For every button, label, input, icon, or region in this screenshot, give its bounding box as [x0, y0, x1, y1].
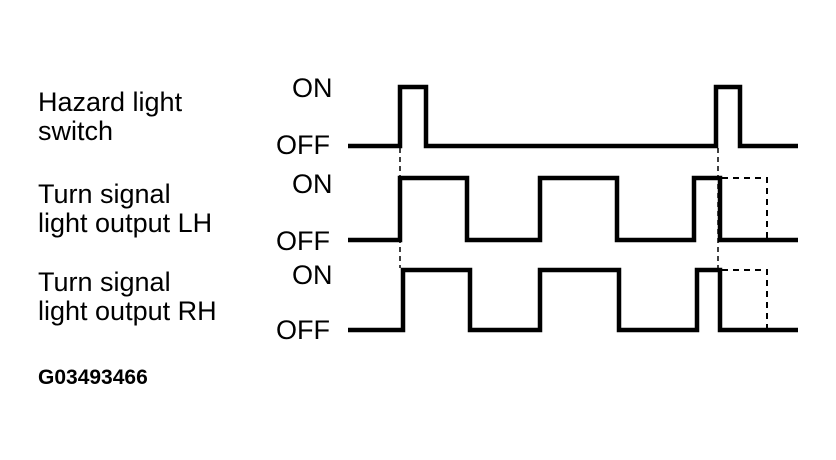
hazard-off-label: OFF — [276, 130, 330, 160]
lh-continuation-dash — [722, 177, 768, 238]
hazard-switch-wave — [348, 84, 798, 149]
rh-output-label: Turn signal light output RH — [38, 268, 217, 326]
label-line: Turn signal — [38, 267, 171, 297]
hazard-on-label: ON — [292, 73, 333, 103]
rh-on-label: ON — [292, 260, 333, 290]
figure-code: G03493466 — [38, 366, 148, 389]
label-line: Hazard light — [38, 87, 183, 117]
rh-continuation-dash — [722, 269, 768, 328]
label-line: light output RH — [38, 296, 217, 326]
rh-off-label: OFF — [276, 315, 330, 345]
rh-output-wave — [348, 267, 798, 333]
lh-output-wave — [348, 175, 798, 243]
label-line: Turn signal — [38, 179, 171, 209]
lh-off-label: OFF — [276, 226, 330, 256]
label-line: switch — [38, 116, 114, 146]
label-line: light output LH — [38, 208, 213, 238]
hazard-switch-label: Hazard light switch — [38, 88, 182, 146]
lh-output-label: Turn signal light output LH — [38, 180, 212, 238]
lh-on-label: ON — [292, 169, 333, 199]
